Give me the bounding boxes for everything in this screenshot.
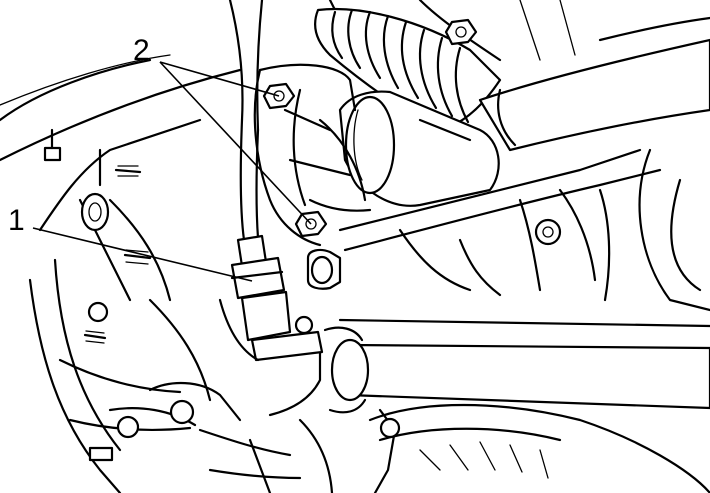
callout-1-label: 1 xyxy=(8,204,25,237)
callout-2-leaders xyxy=(159,61,312,225)
brake-disc xyxy=(368,403,710,493)
mounting-bushing xyxy=(306,248,342,290)
tie-rod-tube xyxy=(478,38,710,152)
left-housing xyxy=(28,118,212,493)
top-nut xyxy=(444,18,478,46)
transmission-casting xyxy=(253,63,710,312)
drive-shaft xyxy=(323,318,710,414)
sensor-component xyxy=(218,118,324,362)
callout-2-label: 2 xyxy=(133,34,150,67)
cylindrical-housing xyxy=(338,90,500,207)
callout-1-leader xyxy=(32,227,253,282)
